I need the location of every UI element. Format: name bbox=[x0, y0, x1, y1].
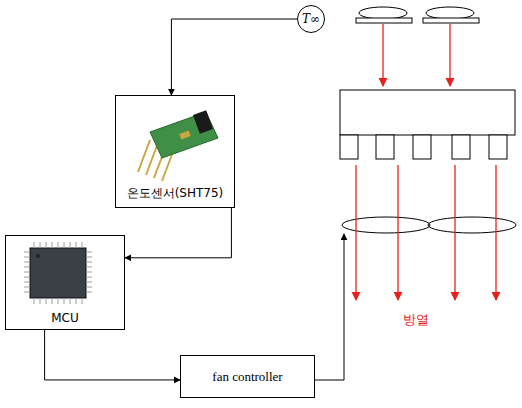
led-lens bbox=[356, 7, 479, 23]
heat-label: 방열 bbox=[403, 311, 429, 329]
sensor-picture bbox=[138, 110, 218, 181]
node-text: 온도센서(SHT75) bbox=[127, 185, 224, 202]
heat-sink bbox=[340, 90, 515, 159]
temperature-circle: T∞ bbox=[297, 5, 325, 33]
signal-connector bbox=[171, 19, 297, 95]
signal-connector bbox=[45, 330, 180, 380]
sensor-box: 온도센서(SHT75) bbox=[115, 95, 235, 208]
signal-connector bbox=[125, 208, 231, 258]
node-text: fan controller bbox=[212, 369, 282, 385]
heat-arrow bbox=[356, 165, 496, 300]
fan bbox=[342, 217, 516, 233]
mcu-chip-picture bbox=[24, 242, 92, 304]
node-text: T∞ bbox=[302, 12, 320, 26]
node-text: MCU bbox=[51, 311, 79, 325]
mcu-box: MCU bbox=[5, 235, 125, 330]
heat-arrow bbox=[383, 24, 450, 86]
control-wire bbox=[315, 234, 344, 380]
fan-controller-box: fan controller bbox=[180, 355, 315, 398]
